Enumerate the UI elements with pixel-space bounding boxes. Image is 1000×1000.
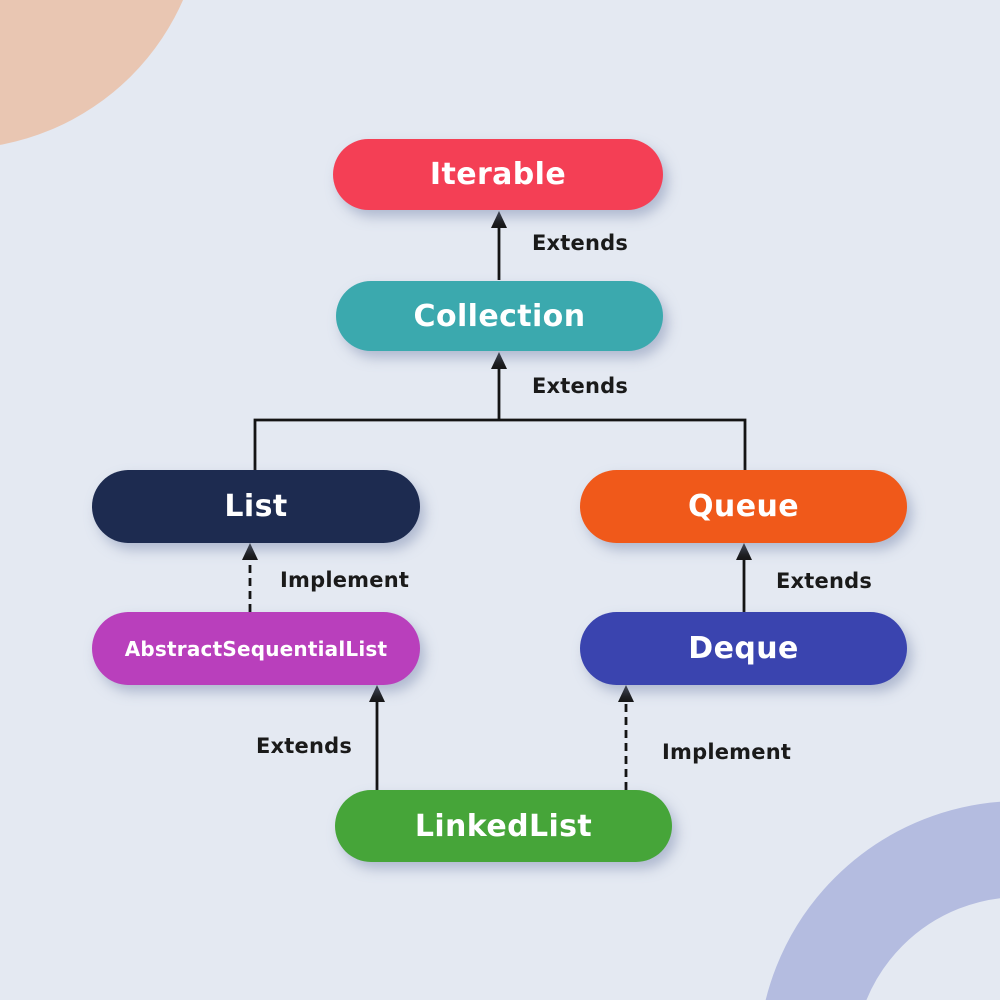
arrowhead-deque-to-queue — [736, 543, 752, 560]
node-list-label: List — [224, 489, 288, 524]
edge-label-implement-left: Implement — [280, 568, 410, 592]
node-list: List — [92, 470, 420, 543]
arrowhead-linkedlist-to-deque — [618, 685, 634, 702]
arrowhead-collection-to-iterable — [491, 211, 507, 228]
arrowhead-branch-to-collection — [491, 352, 507, 369]
arrowhead-linkedlist-to-asl — [369, 685, 385, 702]
node-abstract-sequential-list: AbstractSequentialList — [92, 612, 420, 685]
decor-circle-peach — [0, 0, 204, 149]
node-queue-label: Queue — [688, 489, 799, 524]
node-linked-list: LinkedList — [335, 790, 672, 862]
decor-ring-lavender — [758, 801, 1000, 1000]
edge-label-implement-right: Implement — [662, 740, 792, 764]
edge-label-extends-bottom-left: Extends — [256, 734, 353, 758]
node-iterable: Iterable — [333, 139, 663, 210]
edge-label-extends-right: Extends — [776, 569, 873, 593]
arrowhead-asl-to-list — [242, 543, 258, 560]
edge-label-extends-top: Extends — [532, 231, 629, 255]
node-deque: Deque — [580, 612, 907, 685]
node-abstract-sequential-list-label: AbstractSequentialList — [124, 636, 388, 661]
node-deque-label: Deque — [688, 631, 799, 666]
node-linked-list-label: LinkedList — [414, 808, 593, 844]
node-collection-label: Collection — [413, 298, 586, 334]
node-iterable-label: Iterable — [429, 157, 567, 192]
edge-label-extends-mid: Extends — [532, 374, 629, 398]
edge-branch-list-queue — [253, 418, 747, 470]
node-collection: Collection — [336, 281, 663, 351]
node-queue: Queue — [580, 470, 907, 543]
